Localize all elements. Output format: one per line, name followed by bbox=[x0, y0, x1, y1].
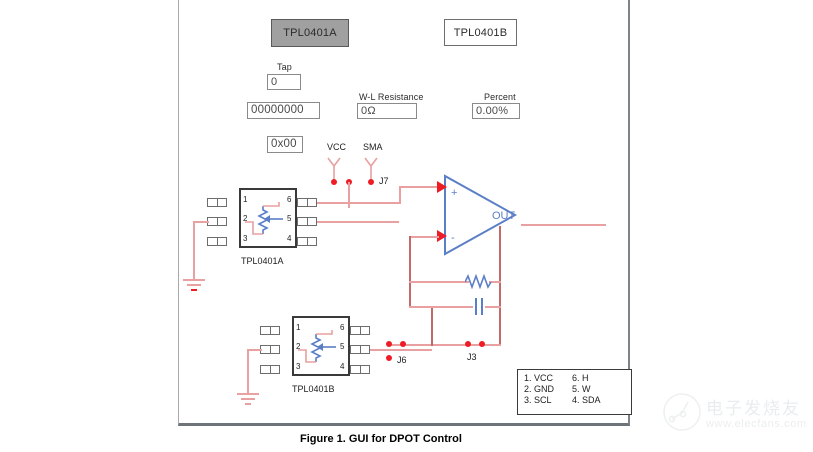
chip-a-pin-3-num: 3 bbox=[243, 234, 248, 243]
chip-a-pin-3-pad bbox=[207, 237, 227, 246]
chip-a-pin-1-num: 1 bbox=[243, 195, 248, 204]
wire-j7-to-pin6 bbox=[348, 182, 350, 208]
watermark-text: 电子发烧友 bbox=[706, 399, 801, 418]
feedback-capacitor-symbol bbox=[475, 298, 483, 315]
pin-legend-3-left: 3. SCL bbox=[524, 395, 552, 405]
ground-symbol-a bbox=[183, 279, 205, 291]
ground-symbol-b bbox=[237, 393, 259, 405]
net-label-sma: SMA bbox=[363, 142, 383, 152]
chip-a-pin-1-pad bbox=[207, 198, 227, 207]
pin-legend-row: 3. SCL 4. SDA bbox=[524, 395, 625, 406]
tab-tpl0401a-label: TPL0401A bbox=[283, 27, 337, 39]
wire-output-feedback-drop bbox=[499, 226, 501, 346]
chip-a-potentiometer-symbol bbox=[245, 202, 283, 235]
feedback-resistor-symbol bbox=[465, 274, 492, 290]
watermark-logo-icon bbox=[663, 393, 701, 431]
chip-a-pin-4-pad bbox=[297, 237, 317, 246]
chip-b-pin-1-pad bbox=[260, 326, 280, 335]
tab-tpl0401b[interactable]: TPL0401B bbox=[444, 19, 517, 46]
pin-legend-1-right: 6. H bbox=[572, 373, 589, 383]
wire-b-pin5-right bbox=[370, 349, 432, 351]
dpot-gui-panel: TPL0401A TPL0401B Tap 0 00000000 0x00 W-… bbox=[178, 0, 632, 426]
wire-res-left bbox=[409, 281, 469, 283]
net-label-j7: J7 bbox=[379, 176, 389, 186]
pin-legend-2-right: 5. W bbox=[572, 384, 591, 394]
wire-cap-left bbox=[409, 306, 473, 308]
net-label-vcc: VCC bbox=[327, 142, 347, 152]
wire-b-gnd-drop bbox=[247, 349, 249, 395]
pin-legend-2-left: 2. GND bbox=[524, 384, 555, 394]
junction-dot bbox=[368, 179, 374, 185]
chip-b-pin-3-pad bbox=[260, 365, 280, 374]
opamp-symbol bbox=[437, 174, 518, 256]
wire-b-pin2-left bbox=[247, 349, 262, 351]
junction-dot bbox=[479, 341, 485, 347]
junction-dot bbox=[331, 179, 337, 185]
chip-b-label: TPL0401B bbox=[292, 384, 335, 394]
opamp-out-label: OUT bbox=[492, 210, 516, 222]
chip-b-potentiometer-symbol bbox=[298, 330, 336, 363]
chip-a-pin-6-num: 6 bbox=[287, 195, 292, 204]
wire-res-right bbox=[489, 281, 501, 283]
chip-b-pin-6-num: 6 bbox=[340, 323, 345, 332]
wire-a-pin6-right bbox=[317, 202, 401, 204]
watermark: 电子发烧友 www.elecfans.com bbox=[662, 392, 808, 448]
chip-a-pin-4-num: 4 bbox=[287, 234, 292, 243]
wire-bottom-rail bbox=[389, 344, 501, 346]
junction-dot bbox=[386, 355, 392, 361]
chip-b-pin-2-num: 2 bbox=[296, 342, 301, 351]
hex-value-input[interactable]: 0x00 bbox=[267, 136, 303, 153]
wl-resistance-input[interactable]: 0Ω bbox=[357, 103, 417, 119]
chip-b-pin-5-num: 5 bbox=[340, 342, 345, 351]
wire-to-opamp-minus bbox=[409, 236, 439, 238]
chip-b-pin-2-pad bbox=[260, 345, 280, 354]
chip-b-pin-4-num: 4 bbox=[340, 362, 345, 371]
wire-rail-to-node bbox=[431, 308, 433, 346]
figure-caption: Figure 1. GUI for DPOT Control bbox=[300, 433, 462, 445]
tab-tpl0401b-label: TPL0401B bbox=[453, 26, 508, 39]
pin-legend-1-left: 1. VCC bbox=[524, 373, 554, 383]
wire-to-opamp-plus bbox=[399, 186, 439, 188]
wl-resistance-label: W-L Resistance bbox=[359, 92, 424, 102]
chip-a-pin-5-num: 5 bbox=[287, 214, 292, 223]
pin-legend-3-right: 4. SDA bbox=[572, 395, 601, 405]
percent-input[interactable]: 0.00% bbox=[472, 103, 520, 119]
net-label-j3: J3 bbox=[467, 352, 477, 362]
pin-legend-row: 1. VCC 6. H bbox=[524, 373, 625, 384]
watermark-url: www.elecfans.com bbox=[706, 418, 807, 430]
pin-legend-box: 1. VCC 6. H 2. GND 5. W 3. SCL 4. SDA bbox=[517, 369, 632, 415]
chip-b-pin-5-pad bbox=[350, 345, 370, 354]
net-label-j6: J6 bbox=[397, 355, 407, 365]
chip-a-label: TPL0401A bbox=[241, 256, 284, 266]
wire-a-gnd-drop bbox=[193, 221, 195, 281]
chip-a-pin-5-pad bbox=[297, 217, 317, 226]
chip-b-pin-3-num: 3 bbox=[296, 362, 301, 371]
junction-dot bbox=[386, 341, 392, 347]
junction-dot bbox=[400, 341, 406, 347]
wire-opamp-output bbox=[521, 224, 606, 226]
percent-label: Percent bbox=[484, 92, 516, 102]
chip-a-pin-6-pad bbox=[297, 198, 317, 207]
opamp-minus-label: - bbox=[451, 232, 455, 244]
pin-legend-row: 2. GND 5. W bbox=[524, 384, 625, 395]
chip-a-pin-2-pad bbox=[207, 217, 227, 226]
chip-a-pin-2-num: 2 bbox=[243, 214, 248, 223]
junction-dot bbox=[465, 341, 471, 347]
binary-value-input[interactable]: 00000000 bbox=[247, 102, 320, 119]
wire-a-pin6-up bbox=[399, 186, 401, 204]
wire-cap-right bbox=[485, 306, 501, 308]
tab-tpl0401a[interactable]: TPL0401A bbox=[271, 19, 349, 47]
opamp-plus-label: + bbox=[451, 187, 458, 199]
wire-a-pin2-left bbox=[193, 221, 209, 223]
chip-b-pin-1-num: 1 bbox=[296, 323, 301, 332]
tap-input[interactable]: 0 bbox=[267, 74, 301, 90]
wire-a-pin5-right bbox=[317, 221, 399, 223]
chip-b-pin-6-pad bbox=[350, 326, 370, 335]
wire-minus-drop bbox=[409, 236, 411, 306]
tap-label: Tap bbox=[277, 62, 292, 72]
chip-b-pin-4-pad bbox=[350, 365, 370, 374]
